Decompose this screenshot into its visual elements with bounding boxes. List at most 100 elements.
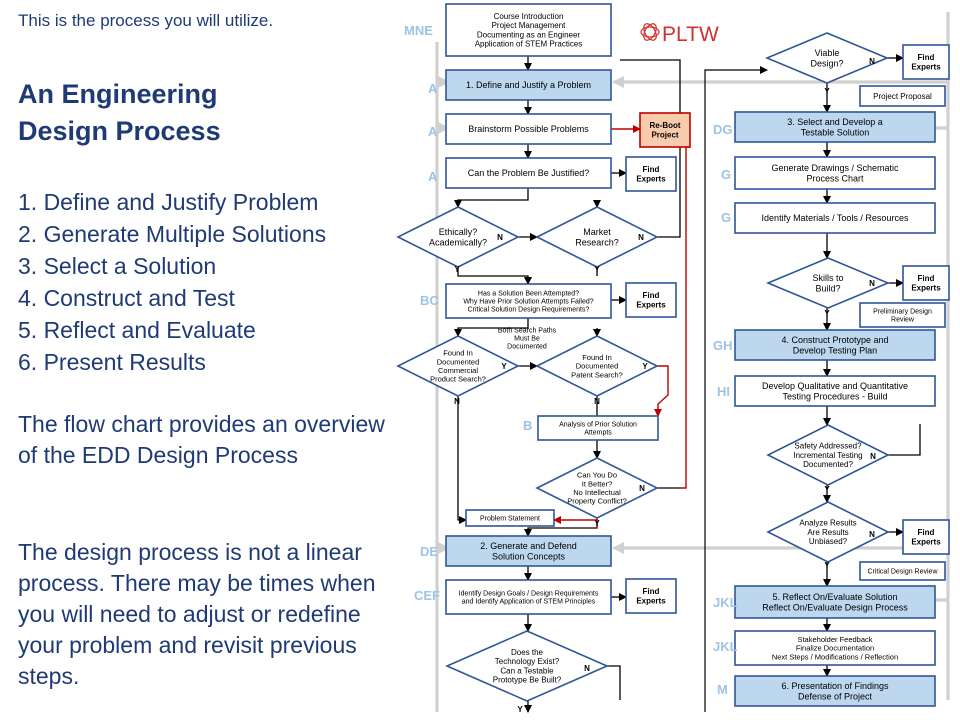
stage-letter: MNE xyxy=(404,23,433,38)
process-box-label: Course Introduction xyxy=(494,12,564,21)
process-box xyxy=(465,509,555,527)
process-box-label: Review xyxy=(891,316,915,323)
decision-diamond xyxy=(396,206,520,268)
find-experts-box xyxy=(902,265,950,301)
find-experts-box xyxy=(625,578,677,614)
decision-diamond-label: Analyze Results xyxy=(799,519,856,528)
process-step: 5. Reflect and Evaluate xyxy=(18,317,256,343)
process-box xyxy=(734,111,936,143)
decision-diamond-label: Documented xyxy=(576,362,619,371)
pltw-logo-text: PLTW xyxy=(662,23,719,46)
reboot-project-box-label: Re-Boot xyxy=(649,121,680,130)
process-box xyxy=(445,579,612,615)
process-box-label: Next Steps / Modifications / Reflection xyxy=(772,652,898,661)
process-box xyxy=(445,157,612,189)
stage-letter: HI xyxy=(717,384,730,399)
intro-text: This is the process you will utilize. xyxy=(18,11,274,30)
process-box-label: Critical Design Review xyxy=(867,568,938,575)
decision-diamond-label: Commercial xyxy=(438,366,478,375)
atom-logo-icon xyxy=(640,26,660,38)
loop-arrow xyxy=(680,146,690,489)
process-box-label: 6. Presentation of Findings xyxy=(781,681,889,691)
decision-diamond-label: Skills to xyxy=(812,273,843,283)
loop-arrow xyxy=(654,365,669,417)
decision-diamond-label: Found In xyxy=(443,349,473,358)
decision-diamond-label: Found In xyxy=(582,353,612,362)
process-box-label: 1. Define and Justify a Problem xyxy=(466,80,591,90)
find-experts-box-label: Experts xyxy=(911,283,941,292)
decision-diamond-label: Product Search? xyxy=(430,375,486,384)
process-box xyxy=(734,156,936,190)
find-experts-box-label: Find xyxy=(918,528,935,537)
yes-label: Y xyxy=(594,265,600,274)
decision-diamond xyxy=(764,32,890,84)
no-label: N xyxy=(869,279,875,288)
process-box xyxy=(734,329,936,361)
stage-letter: JKL xyxy=(713,639,738,654)
find-experts-box-label: Find xyxy=(643,291,660,300)
stage-letter: DE xyxy=(420,544,438,559)
decision-diamond-label: Viable xyxy=(815,48,840,58)
stage-letter: A xyxy=(428,81,438,96)
process-box xyxy=(734,675,936,707)
process-box xyxy=(445,69,612,101)
process-step: 2. Generate Multiple Solutions xyxy=(18,221,327,247)
find-experts-box-label: Experts xyxy=(911,62,941,71)
process-box xyxy=(734,202,936,234)
no-label: N xyxy=(869,57,875,66)
decision-diamond-label: Documented? xyxy=(803,460,853,469)
stage-letter: GH xyxy=(713,338,733,353)
decision-diamond-label: Patent Search? xyxy=(571,370,623,379)
process-box-label: Has a Solution Been Attempted? xyxy=(478,290,579,297)
process-box-label: Application of STEM Practices xyxy=(475,40,583,49)
process-box xyxy=(445,113,612,145)
yes-label: Y xyxy=(501,362,507,371)
process-step: 6. Present Results xyxy=(18,349,206,375)
yes-label: Y xyxy=(454,265,460,274)
decision-diamond-label: Incremental Testing xyxy=(793,451,862,460)
both-paths-note: Must Be xyxy=(514,335,540,342)
decision-diamond-label: Are Results xyxy=(807,528,848,537)
find-experts-box-label: Experts xyxy=(636,174,666,183)
process-box-label: Finalize Documentation xyxy=(796,644,874,653)
process-box-label: Solution Concepts xyxy=(492,551,566,561)
flowchart-shapes xyxy=(396,3,950,707)
process-box-label: Develop Qualitative and Quantitative xyxy=(762,381,908,391)
process-steps-list: 1. Define and Justify Problem 2. Generat… xyxy=(18,186,326,378)
find-experts-box-label: Find xyxy=(643,165,660,174)
decision-diamond xyxy=(396,335,520,397)
process-box-label: Preliminary Design xyxy=(873,308,932,315)
process-box xyxy=(445,3,612,57)
process-box-label: Project Proposal xyxy=(873,92,932,101)
connector-arrow xyxy=(704,66,768,712)
yes-label: Y xyxy=(642,362,648,371)
process-box-label: Testable Solution xyxy=(801,127,870,137)
find-experts-box xyxy=(625,156,677,192)
process-box-label: Process Chart xyxy=(806,173,864,183)
connector-arrow xyxy=(457,396,467,524)
find-experts-box xyxy=(625,282,677,318)
process-box xyxy=(445,283,612,319)
no-label: N xyxy=(497,233,503,242)
yes-label: Y xyxy=(824,485,830,494)
decision-diamond-label: Safety Addressed? xyxy=(794,442,862,451)
find-experts-box-label: Find xyxy=(918,53,935,62)
yes-label: Y xyxy=(517,705,523,714)
decision-diamond xyxy=(766,424,890,486)
process-box-label: Identify Design Goals / Design Requireme… xyxy=(459,590,599,597)
decision-diamond-label: Academically? xyxy=(429,237,487,247)
connector-arrow xyxy=(607,665,621,700)
reboot-project-box-label: Project xyxy=(651,130,678,139)
decision-diamond-label: It Better? xyxy=(582,479,612,488)
decision-diamond xyxy=(765,257,891,309)
stage-letter: G xyxy=(721,210,731,225)
process-box-label: Critical Solution Design Requirements? xyxy=(468,307,590,314)
decision-diamond-label: Documented xyxy=(437,357,480,366)
find-experts-box-label: Find xyxy=(918,274,935,283)
nonlinear-paragraph: The design process is not a linear proce… xyxy=(18,539,376,689)
find-experts-box xyxy=(902,44,950,80)
decision-diamond xyxy=(766,501,890,563)
decision-diamond xyxy=(445,630,609,702)
both-paths-note: Documented xyxy=(507,344,547,351)
